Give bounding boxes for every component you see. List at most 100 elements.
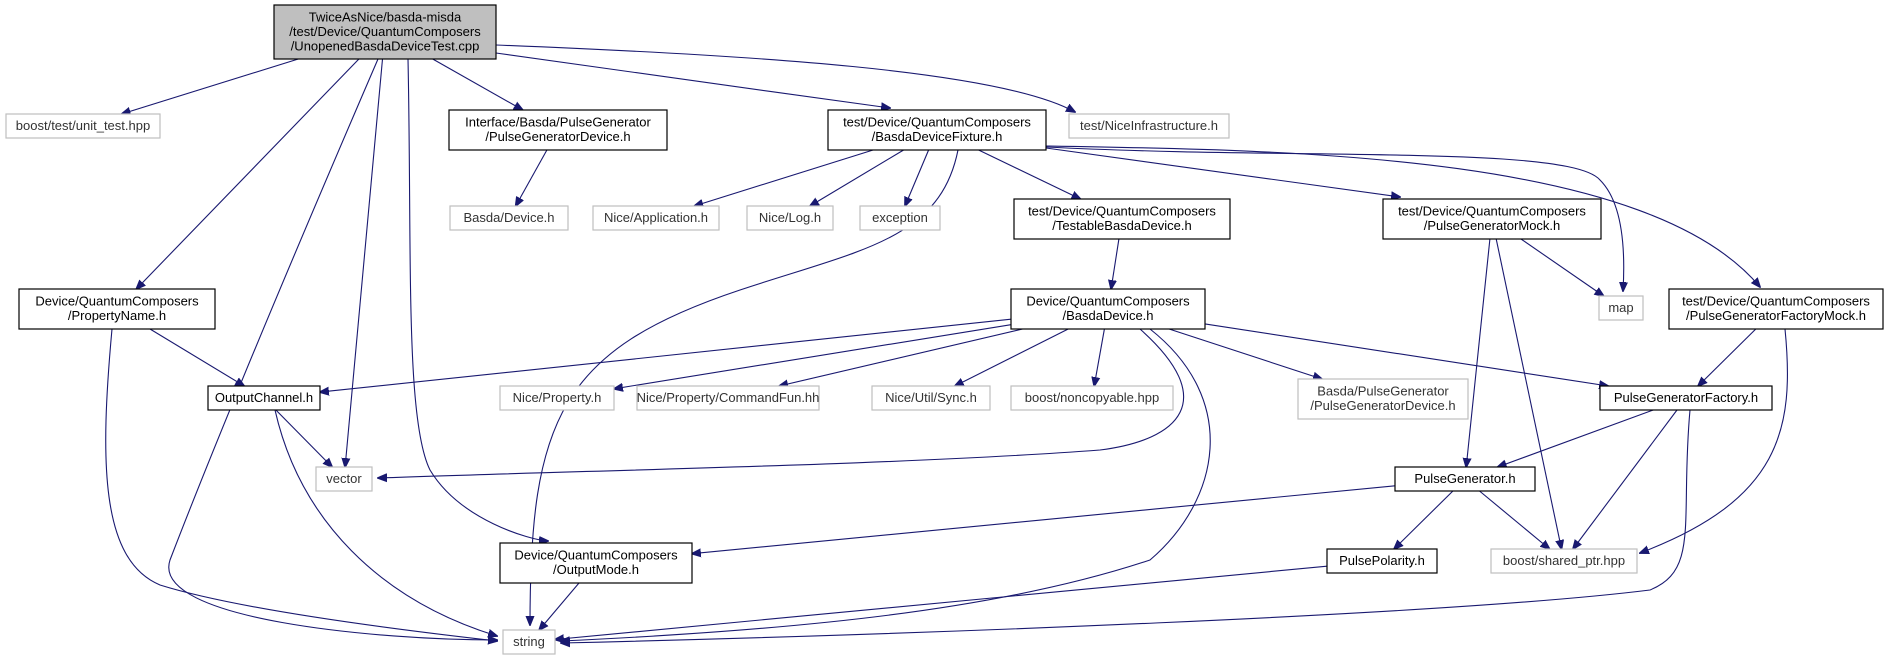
edge-root-to-output_mode: [407, 58, 548, 541]
edge-pg_factory-to-pulse_gen: [1498, 409, 1654, 467]
edge-pulse_gen-to-output_mode: [692, 485, 1396, 554]
node-label-line: /PulseGeneratorMock.h: [1424, 218, 1561, 233]
edge-testable-to-qc_basda: [1111, 238, 1120, 289]
node-basda-device: Basda/Device.h: [449, 205, 569, 231]
edge-fixture-to-pgf_mock: [1045, 145, 1760, 287]
node-pg-mock[interactable]: test/Device/QuantumComposers/PulseGenera…: [1382, 198, 1602, 240]
node-label-line: TwiceAsNice/basda-misda: [309, 9, 462, 24]
edge-fixture-to-testable: [978, 149, 1081, 199]
node-box: [871, 385, 991, 411]
node-box: [273, 4, 497, 60]
node-label-line: boost/test/unit_test.hpp: [16, 118, 150, 133]
edge-prop_name-to-output_channel: [149, 328, 244, 386]
node-fixture[interactable]: test/Device/QuantumComposers/BasdaDevice…: [827, 109, 1047, 151]
node-label-line: Nice/Property.h: [513, 390, 602, 405]
node-testable[interactable]: test/Device/QuantumComposers/TestableBas…: [1013, 198, 1231, 240]
edge-pg_mock-to-map: [1520, 238, 1604, 296]
edge-pgf_mock-to-pg_factory: [1698, 328, 1757, 386]
dependency-edges: [105, 44, 1789, 643]
node-box: [207, 385, 321, 411]
edge-pulse_gen-to-shared_ptr: [1479, 490, 1550, 549]
node-box: [1010, 385, 1174, 411]
edge-output_channel-to-vector: [275, 409, 332, 467]
edge-root-to-nice_infra: [495, 44, 1075, 112]
node-box: [636, 385, 820, 411]
node-box: [499, 385, 615, 411]
node-label-line: boost/noncopyable.hpp: [1025, 390, 1159, 405]
node-label-line: vector: [326, 471, 362, 486]
node-label-line: /OutputMode.h: [553, 562, 639, 577]
edge-pulse_gen-to-pulse_pol: [1394, 490, 1454, 549]
edge-qc_basda-to-pg_factory: [1204, 323, 1608, 386]
edge-root-to-unit_test: [122, 58, 299, 114]
node-label-line: Nice/Util/Sync.h: [885, 390, 977, 405]
node-label-line: /test/Device/QuantumComposers: [289, 24, 481, 39]
edge-qc_basda-to-basda_pgd: [1168, 328, 1322, 379]
node-output-channel[interactable]: OutputChannel.h: [207, 385, 321, 411]
node-box: [5, 113, 161, 139]
edge-pg_factory-to-string: [561, 409, 1691, 643]
edge-pulse_pol-to-string: [555, 565, 1328, 639]
edge-fixture-to-nice_app: [694, 149, 874, 206]
node-pulse-gen[interactable]: PulseGenerator.h: [1394, 466, 1536, 492]
edge-fixture-to-map: [1045, 146, 1624, 291]
edge-qc_basda-to-nice_sync: [955, 328, 1069, 386]
edge-root-to-vector: [345, 58, 384, 467]
node-pulse-pol[interactable]: PulsePolarity.h: [1326, 548, 1438, 574]
node-output-mode[interactable]: Device/QuantumComposers/OutputMode.h: [499, 542, 693, 584]
node-box: [1013, 198, 1231, 240]
node-label-line: string: [513, 634, 545, 649]
node-box: [449, 205, 569, 231]
node-label-line: /TestableBasdaDevice.h: [1052, 218, 1191, 233]
node-noncopyable: boost/noncopyable.hpp: [1010, 385, 1174, 411]
node-nice-app: Nice/Application.h: [592, 205, 720, 231]
node-label-line: /UnopenedBasdaDeviceTest.cpp: [291, 38, 480, 53]
edge-output_mode-to-string: [539, 582, 580, 630]
node-label-line: test/NiceInfrastructure.h: [1080, 118, 1218, 133]
node-label-line: test/Device/QuantumComposers: [1028, 204, 1216, 219]
node-label-line: Basda/Device.h: [463, 210, 554, 225]
node-box: [448, 109, 668, 151]
node-box: [502, 629, 556, 655]
node-nice-cmd: Nice/Property/CommandFun.hh: [636, 385, 820, 411]
edge-fixture-to-nice_log: [810, 149, 904, 206]
node-pg-factory[interactable]: PulseGeneratorFactory.h: [1599, 385, 1773, 411]
node-pgf-mock[interactable]: test/Device/QuantumComposers/PulseGenera…: [1668, 288, 1884, 330]
edge-output_channel-to-string: [274, 409, 497, 636]
node-label-line: /PropertyName.h: [68, 308, 166, 323]
node-nice-infra: test/NiceInfrastructure.h: [1068, 113, 1230, 139]
edge-pg_mock-to-pulse_gen: [1466, 238, 1491, 467]
edge-qc_basda-to-noncopyable: [1094, 328, 1105, 386]
node-label-line: Nice/Log.h: [759, 210, 821, 225]
dependency-nodes: TwiceAsNice/basda-misda/test/Device/Quan…: [5, 4, 1884, 655]
node-pgd-iface[interactable]: Interface/Basda/PulseGenerator/PulseGene…: [448, 109, 668, 151]
node-prop-name[interactable]: Device/QuantumComposers/PropertyName.h: [18, 288, 216, 330]
node-box: [1010, 288, 1206, 330]
node-qc-basda[interactable]: Device/QuantumComposers/BasdaDevice.h: [1010, 288, 1206, 330]
node-label-line: boost/shared_ptr.hpp: [1503, 553, 1625, 568]
node-label-line: Basda/PulseGenerator: [1317, 384, 1449, 399]
node-exception: exception: [859, 205, 941, 231]
node-label-line: Interface/Basda/PulseGenerator: [465, 115, 651, 130]
node-box: [1382, 198, 1602, 240]
node-box: [18, 288, 216, 330]
node-box: [499, 542, 693, 584]
node-root[interactable]: TwiceAsNice/basda-misda/test/Device/Quan…: [273, 4, 497, 60]
edge-root-to-prop_name: [136, 58, 360, 289]
node-label-line: Device/QuantumComposers: [1026, 294, 1190, 309]
node-label-line: Nice/Application.h: [604, 210, 708, 225]
node-label-line: test/Device/QuantumComposers: [843, 115, 1031, 130]
edge-pg_mock-to-shared_ptr: [1495, 238, 1561, 549]
node-label-line: PulsePolarity.h: [1339, 553, 1425, 568]
edge-pgd_iface-to-basda_device: [516, 149, 548, 206]
node-box: [1326, 548, 1438, 574]
edge-root-to-string: [168, 58, 497, 640]
node-label-line: test/Device/QuantumComposers: [1398, 204, 1586, 219]
node-label-line: map: [1608, 300, 1633, 315]
node-unit-test: boost/test/unit_test.hpp: [5, 113, 161, 139]
edge-qc_basda-to-nice_prop: [614, 324, 1012, 389]
node-label-line: PulseGenerator.h: [1414, 471, 1515, 486]
node-box: [592, 205, 720, 231]
edge-fixture-to-pg_mock: [1045, 147, 1400, 197]
node-box: [1297, 378, 1469, 420]
